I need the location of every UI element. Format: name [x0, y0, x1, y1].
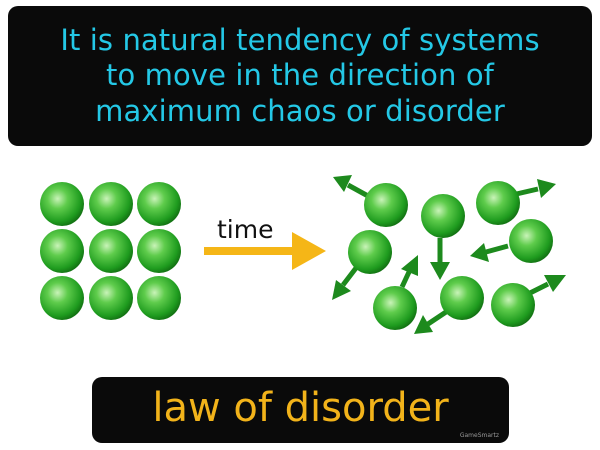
definition-line-1: It is natural tendency of systems — [60, 22, 540, 57]
particle-arrow — [526, 275, 566, 297]
ordered-particle — [40, 229, 84, 273]
ordered-particle-grid — [40, 182, 181, 320]
time-arrow — [204, 232, 326, 270]
time-label: time — [217, 215, 273, 244]
definition-line-2: to move in the direction of — [106, 58, 494, 93]
particle-arrow — [470, 243, 509, 262]
ordered-particle — [89, 276, 133, 320]
particle-arrow — [430, 238, 450, 280]
disordered-particle — [373, 286, 417, 330]
ordered-particle — [40, 182, 84, 226]
definition-line-3: maximum chaos or disorder — [95, 93, 505, 128]
particle-arrow — [399, 255, 418, 289]
particle-arrow — [333, 175, 370, 199]
disordered-particle — [364, 183, 408, 227]
disordered-particle — [509, 219, 553, 263]
disordered-particle — [491, 283, 535, 327]
disordered-particle — [421, 194, 465, 238]
disordered-particle — [476, 181, 520, 225]
definition-box: It is natural tendency of systems to mov… — [8, 6, 592, 146]
disordered-particle-group — [332, 175, 566, 334]
term-title: law of disorder — [152, 385, 449, 431]
particle-arrow — [414, 309, 448, 334]
definition-text: It is natural tendency of systems to mov… — [60, 23, 539, 129]
ordered-particle — [137, 182, 181, 226]
term-box: law of disorder GameSmartz — [92, 377, 509, 443]
disordered-particle — [348, 230, 392, 274]
particle-arrow — [332, 266, 358, 300]
ordered-particle — [137, 276, 181, 320]
brand-logo: GameSmartz — [459, 432, 499, 439]
disordered-particle — [440, 276, 484, 320]
ordered-particle — [89, 182, 133, 226]
ordered-particle — [89, 229, 133, 273]
ordered-particle — [40, 276, 84, 320]
ordered-particle — [137, 229, 181, 273]
particle-arrow — [511, 179, 556, 198]
